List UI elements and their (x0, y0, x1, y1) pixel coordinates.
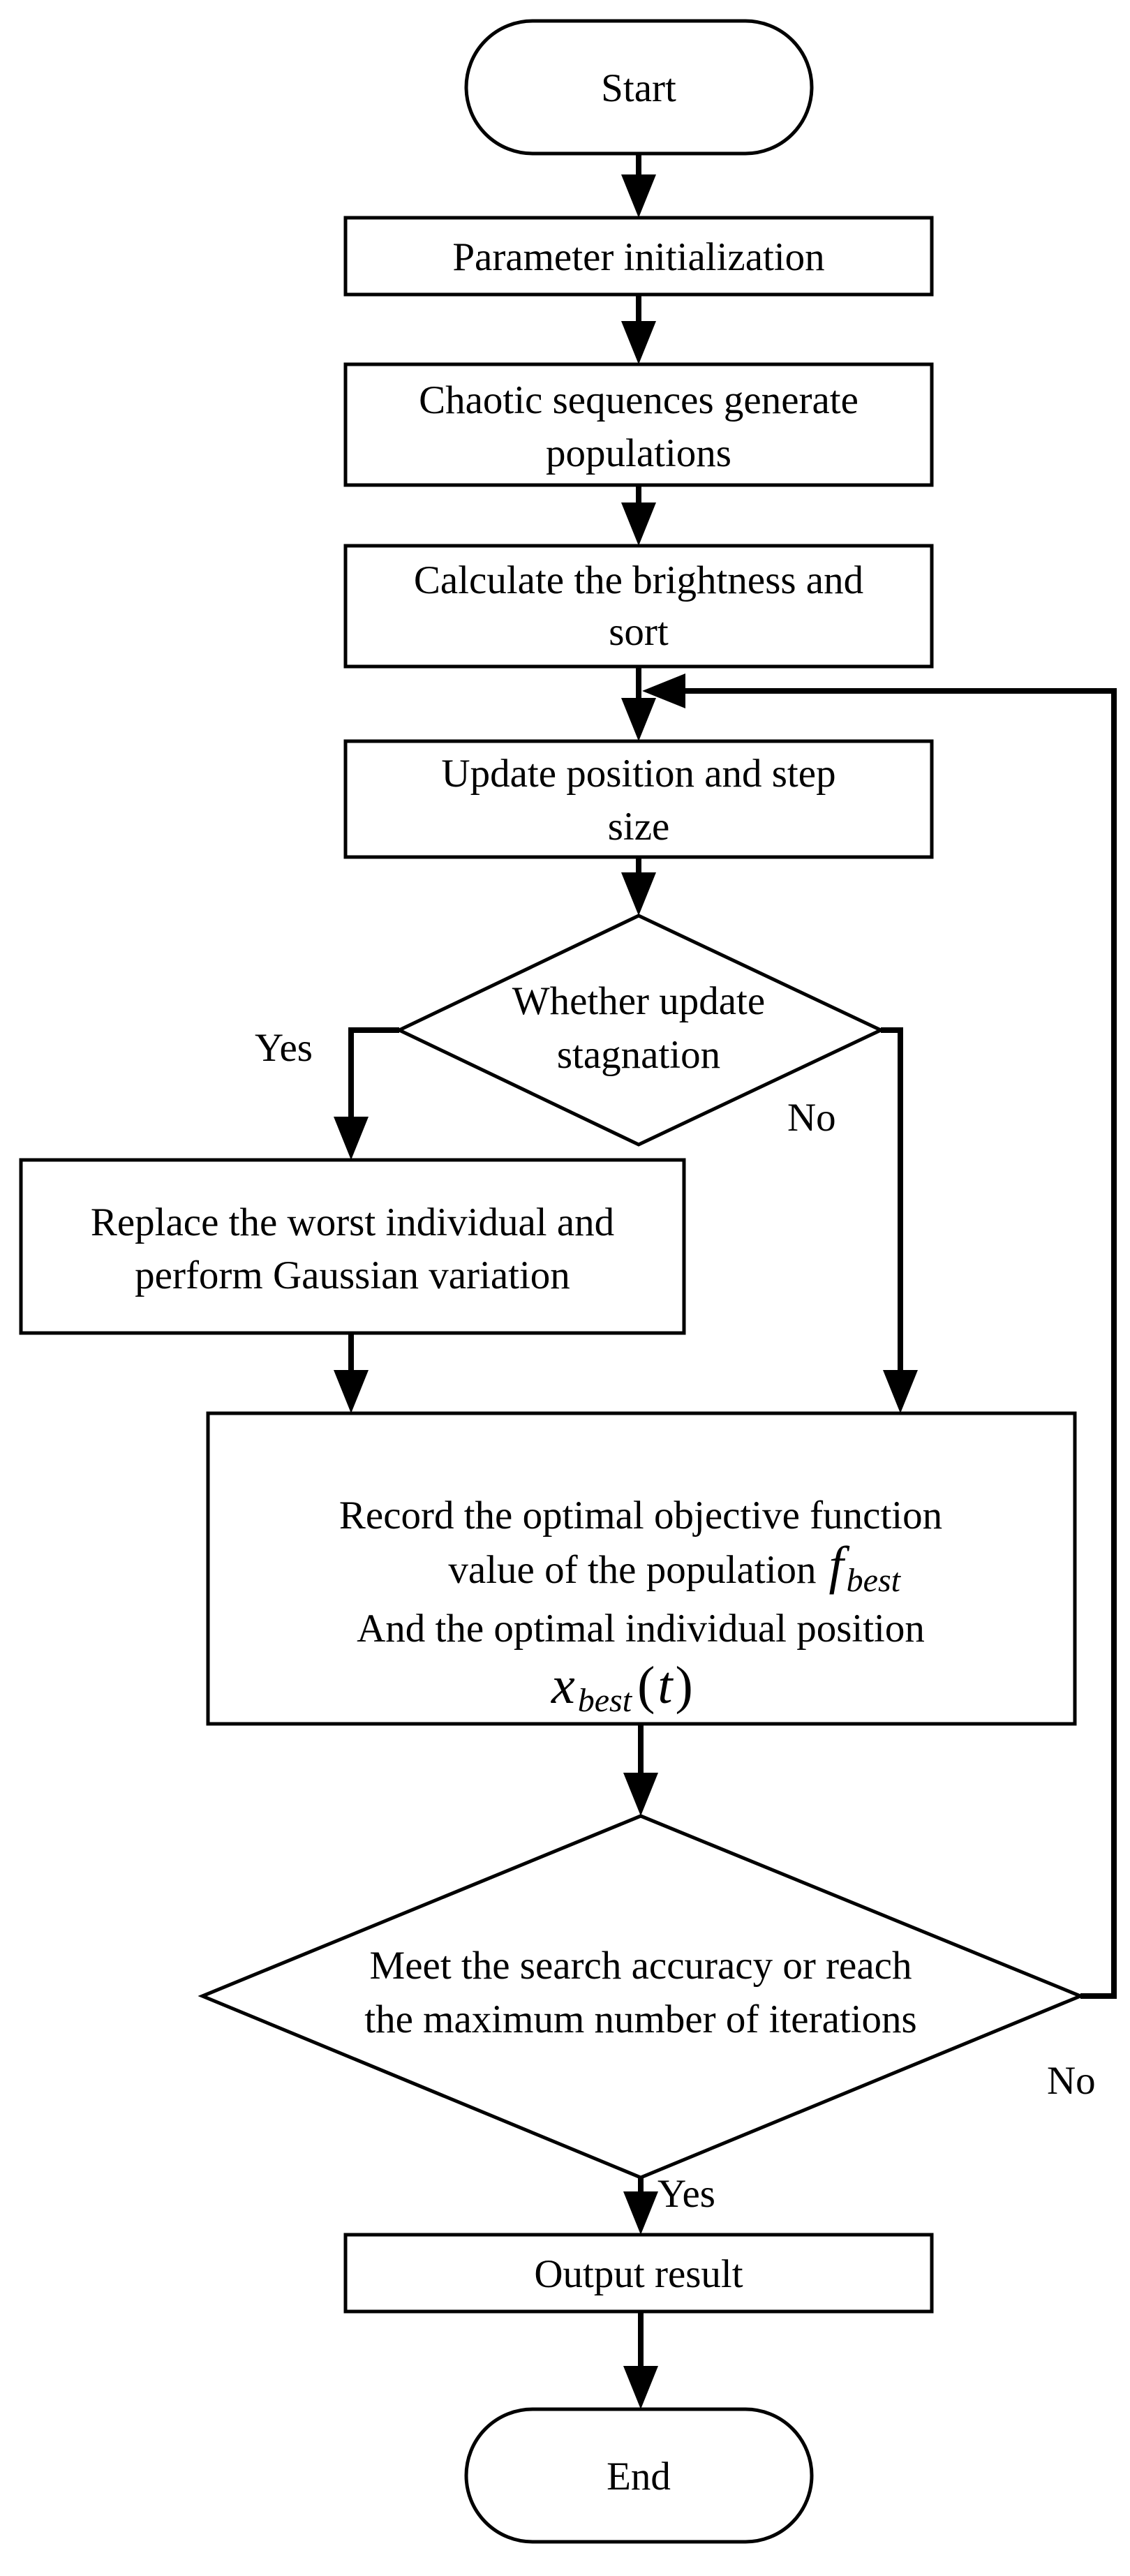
f-best-subscript: best (847, 1562, 902, 1599)
process-box (19, 1158, 686, 1335)
brightness-label-line1: Calculate the brightness and (414, 558, 863, 602)
chaotic-label-line1: Chaotic sequences generate (419, 378, 858, 422)
decision-diamond (395, 914, 885, 1147)
arrow-stagnation-yes-replace (334, 1117, 369, 1160)
accuracy-label-line2: the maximum number of iterations (364, 1997, 917, 2041)
arrow-record-accuracy (623, 1773, 658, 1816)
node-accuracy-decision: Meet the search accuracy or reach the ma… (198, 1814, 1085, 2180)
label-stagnation-no: No (787, 1096, 836, 1140)
arrow-replace-record (334, 1370, 369, 1413)
node-record-optimal: Record the optimal objective function va… (206, 1411, 1077, 1726)
node-stagnation-decision: Whether update stagnation (395, 914, 885, 1147)
x-best-subscript: best (578, 1682, 633, 1719)
process-box (343, 544, 934, 669)
decision-diamond (198, 1814, 1085, 2180)
edges (334, 154, 1117, 2409)
arrow-chaotic-brightness (621, 502, 656, 546)
node-end: End (464, 2407, 814, 2544)
record-label-line2: value of the population f best (448, 1536, 901, 1599)
label-stagnation-yes: Yes (255, 1026, 313, 1070)
x-best-symbol: x (551, 1656, 575, 1715)
output-label: Output result (534, 2252, 743, 2296)
node-calculate-brightness: Calculate the brightness and sort (343, 544, 934, 669)
process-box (206, 1411, 1077, 1726)
chaotic-label-line2: populations (546, 431, 731, 475)
record-label-line3: And the optimal individual position (357, 1607, 925, 1651)
start-label: Start (601, 66, 676, 110)
process-box (343, 216, 934, 297)
process-box (343, 739, 934, 859)
edge-accuracy-no-loop (685, 688, 1117, 1999)
arrow-accuracy-no-loop (642, 673, 685, 708)
arrow-stagnation-no-record (883, 1370, 918, 1413)
update-label-line2: size (608, 805, 670, 849)
x-best-expression: x best ( t ) (551, 1656, 693, 1719)
terminator-shape (464, 19, 814, 156)
x-best-argument: t (657, 1656, 674, 1715)
stagnation-label-line1: Whether update (512, 979, 765, 1023)
record-label-line1: Record the optimal objective function (339, 1494, 942, 1538)
arrow-start-init (621, 174, 656, 218)
arrow-brightness-update (621, 698, 656, 741)
node-parameter-initialization: Parameter initialization (343, 216, 934, 297)
edge-stagnation-yes-replace (348, 1027, 399, 1117)
process-box (343, 362, 934, 487)
node-chaotic-sequences: Chaotic sequences generate populations (343, 362, 934, 487)
brightness-label-line2: sort (609, 610, 669, 654)
init-label: Parameter initialization (452, 235, 824, 279)
replace-label-line2: perform Gaussian variation (135, 1253, 570, 1297)
replace-label-line1: Replace the worst individual and (91, 1200, 614, 1244)
node-update-position: Update position and step size (343, 739, 934, 859)
label-accuracy-no: No (1047, 2059, 1096, 2103)
arrow-update-stagnation (621, 872, 656, 916)
process-box (343, 2233, 934, 2314)
arrow-output-end (623, 2366, 658, 2409)
terminator-shape (464, 2407, 814, 2544)
edge-stagnation-no-record (881, 1027, 903, 1370)
accuracy-label-line1: Meet the search accuracy or reach (370, 1944, 912, 1988)
node-output-result: Output result (343, 2233, 934, 2314)
node-replace-worst: Replace the worst individual and perform… (19, 1158, 686, 1335)
arrow-accuracy-yes-output (623, 2191, 658, 2235)
node-start: Start (464, 19, 814, 156)
arrow-init-chaotic (621, 321, 656, 364)
stagnation-label-line2: stagnation (557, 1033, 720, 1077)
update-label-line1: Update position and step (441, 752, 835, 796)
end-label: End (607, 2455, 671, 2499)
label-accuracy-yes: Yes (657, 2172, 715, 2216)
